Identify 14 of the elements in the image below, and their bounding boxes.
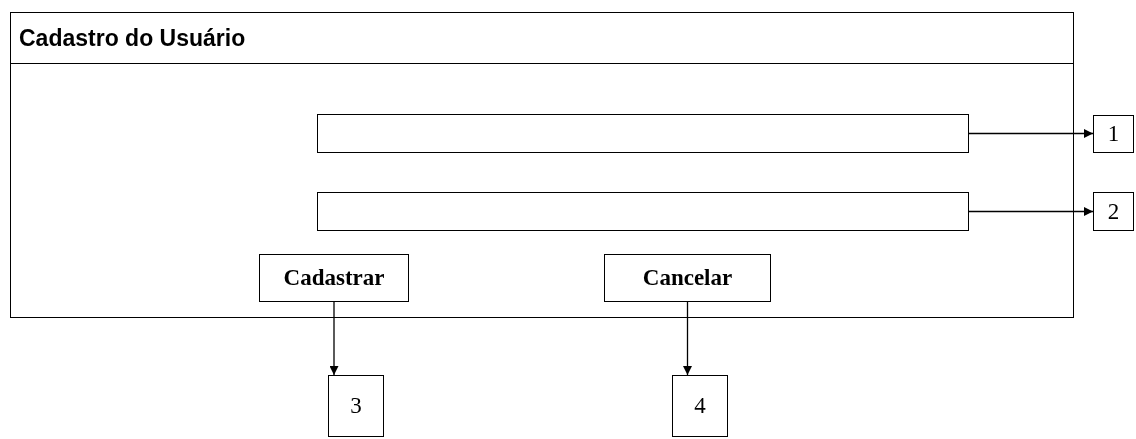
- callout-number: 4: [672, 375, 728, 437]
- callout-number: 2: [1093, 192, 1134, 231]
- arrow: [329, 301, 339, 376]
- arrow: [968, 207, 1094, 216]
- callout-number: 1: [1093, 115, 1134, 153]
- window-frame: [10, 12, 1074, 318]
- button: Cadastrar: [259, 254, 409, 302]
- arrow: [968, 129, 1094, 138]
- button: Cancelar: [604, 254, 771, 302]
- input-field: [317, 192, 969, 231]
- callout-number: 3: [328, 375, 384, 437]
- input-field: [317, 114, 969, 153]
- window-title: Cadastro do Usuário: [19, 24, 246, 52]
- arrow: [683, 301, 692, 376]
